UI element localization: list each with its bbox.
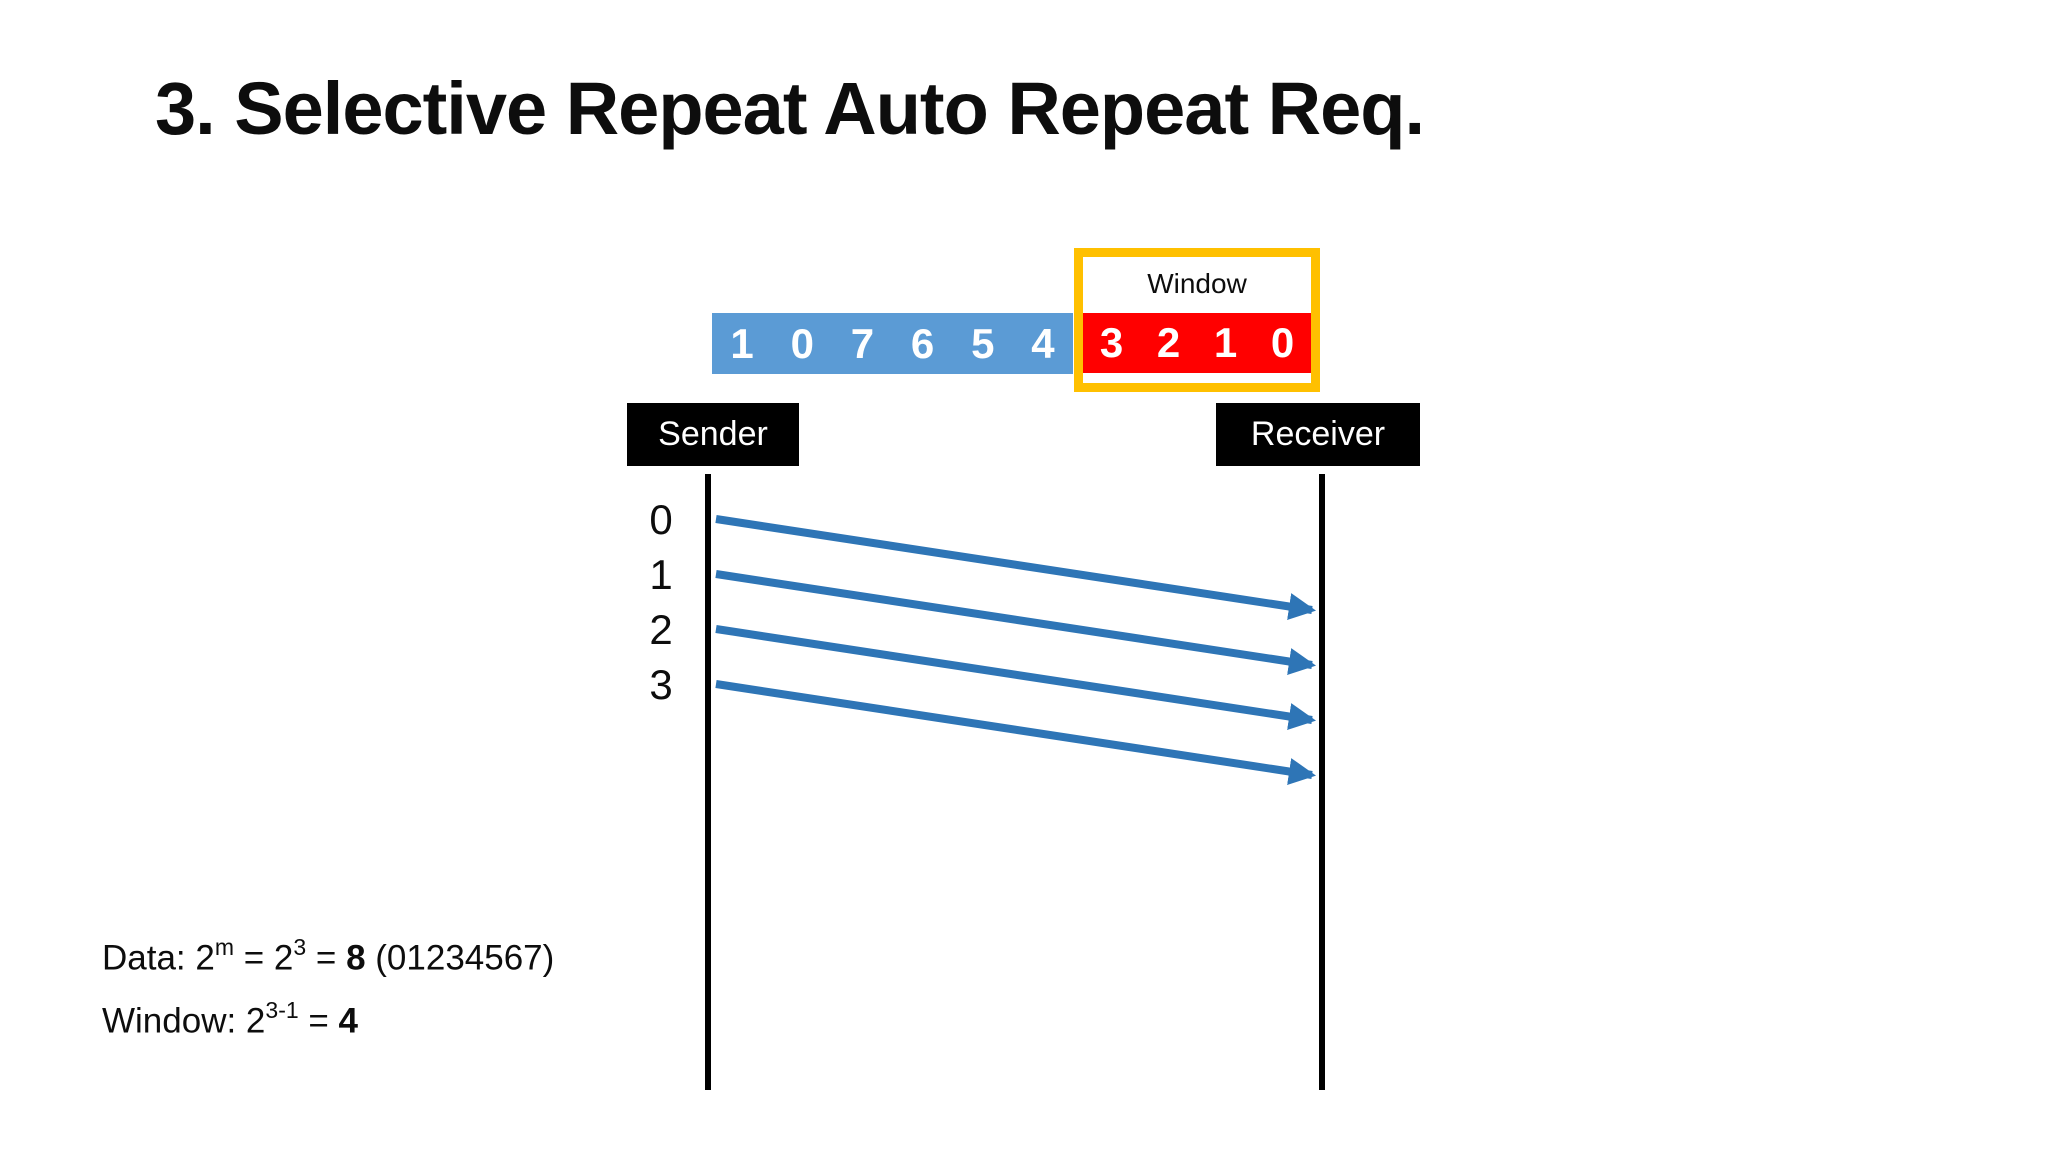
frame-number: 3 xyxy=(649,661,673,708)
sequence-cell: 0 xyxy=(1270,319,1295,366)
message-arrows xyxy=(715,515,1317,785)
sequence-bar-window: 3 2 1 0 xyxy=(1083,313,1311,373)
message-arrow xyxy=(715,625,1317,730)
frame-number: 1 xyxy=(649,551,673,598)
receiver-timeline xyxy=(1319,474,1325,1090)
sender-label: Sender xyxy=(658,415,768,453)
sequence-cell: 3 xyxy=(1099,319,1124,366)
data-formula: Data: 2m = 23 = 8 (01234567) xyxy=(102,934,555,979)
message-arrow xyxy=(715,680,1317,785)
sequence-cell: 1 xyxy=(1213,319,1238,366)
message-arrow xyxy=(715,515,1317,620)
formula-result: 4 xyxy=(338,1001,359,1041)
slide-title: 3. Selective Repeat Auto Repeat Req. xyxy=(155,67,1425,150)
formula-result: 8 xyxy=(346,938,366,978)
formula-superscript: 3 xyxy=(293,934,307,960)
sequence-cell: 7 xyxy=(850,319,875,367)
formula-text: = 2 xyxy=(234,938,294,978)
frame-number: 2 xyxy=(649,606,673,653)
frame-number: 0 xyxy=(649,496,673,543)
sequence-bar-outside: 1 0 7 6 5 4 xyxy=(712,313,1073,374)
window-formula: Window: 23-1 = 4 xyxy=(102,997,359,1042)
sequence-cell: 0 xyxy=(790,319,814,367)
formula-text: (01234567) xyxy=(365,938,555,978)
formula-text: = xyxy=(298,1001,339,1041)
formula-superscript: m xyxy=(214,934,235,960)
sender-label-box: Sender xyxy=(627,403,799,466)
sequence-cell: 1 xyxy=(730,319,754,367)
receiver-label: Receiver xyxy=(1250,415,1386,453)
window-label: Window xyxy=(1147,268,1247,299)
receiver-label-box: Receiver xyxy=(1216,403,1420,466)
sequence-cell: 6 xyxy=(910,319,935,367)
sequence-cell: 5 xyxy=(971,319,995,367)
sequence-cell: 2 xyxy=(1156,319,1181,366)
formula-text: Window: 2 xyxy=(102,1001,266,1041)
formula-text: Data: 2 xyxy=(102,938,215,978)
message-arrow xyxy=(715,570,1317,675)
formula-superscript: 3-1 xyxy=(265,997,299,1023)
sequence-cell: 4 xyxy=(1031,319,1055,367)
sender-timeline xyxy=(705,474,711,1090)
formula-text: = xyxy=(306,938,347,978)
